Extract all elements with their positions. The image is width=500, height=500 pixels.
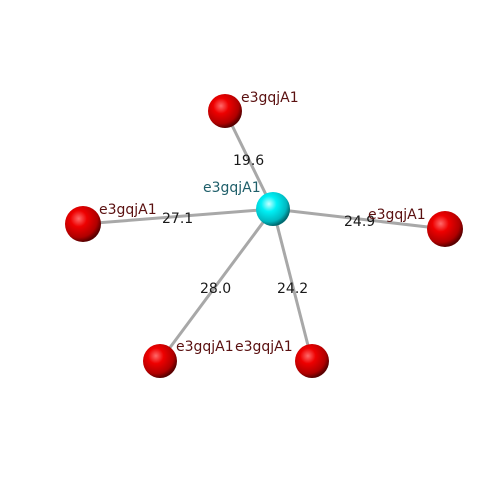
edge-distance-label: 27.1	[162, 211, 193, 227]
neighbor-node-label: e3gqjA1	[235, 339, 293, 355]
neighbor-node-label: e3gqjA1	[99, 202, 157, 218]
node-labels: e3gqjA1 e3gqjA1 e3gqjA1 e3gqjA1 e3gqjA1 …	[99, 90, 426, 355]
edge-distance-label: 19.6	[233, 153, 264, 169]
neighbor-node-label: e3gqjA1	[368, 207, 426, 223]
neighbor-node	[295, 344, 329, 378]
center-node-label: e3gqjA1	[203, 180, 261, 196]
neighbor-nodes	[65, 94, 463, 378]
edge-labels: 19.6 27.1 24.9 28.0 24.2	[162, 153, 375, 297]
edge-distance-label: 24.9	[344, 214, 375, 230]
edge-4	[158, 207, 275, 363]
neighbor-node-label: e3gqjA1	[176, 339, 234, 355]
edge-3	[271, 207, 447, 231]
edge-distance-label: 28.0	[200, 281, 231, 297]
neighbor-node	[143, 344, 177, 378]
edge-2	[81, 207, 275, 226]
edge-5	[271, 207, 314, 363]
neighbor-node	[65, 206, 101, 242]
neighbor-node-label: e3gqjA1	[241, 90, 299, 106]
edge-distance-label: 24.2	[277, 281, 308, 297]
neighbor-node	[427, 211, 463, 247]
edges	[81, 109, 447, 363]
neighbor-node	[208, 94, 242, 128]
edge-1	[223, 109, 275, 211]
center-node	[256, 192, 290, 226]
